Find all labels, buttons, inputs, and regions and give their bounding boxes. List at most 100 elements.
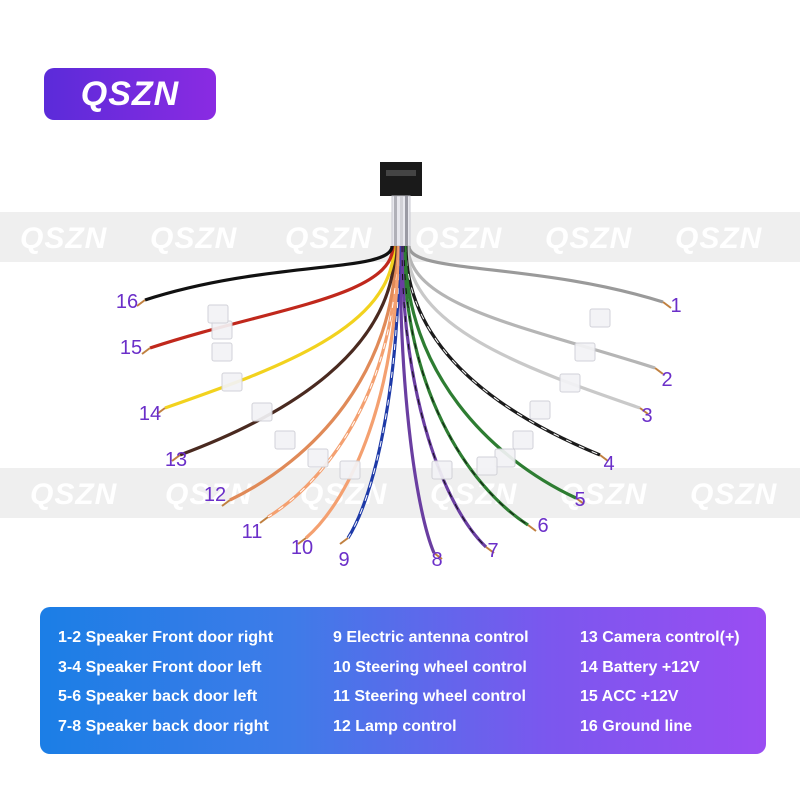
wire-tip (339, 537, 349, 545)
wire-number: 1 (670, 295, 681, 317)
wire-number: 8 (431, 549, 442, 571)
wire (179, 245, 397, 457)
wire-tip (639, 407, 649, 415)
watermark: QSZN (690, 478, 778, 511)
wire (164, 245, 396, 410)
wire-label-tag (589, 308, 611, 328)
wire-tip (654, 367, 664, 375)
wire-tip (575, 497, 585, 505)
watermark: QSZN (560, 478, 648, 511)
brand-name: QSZN (80, 74, 180, 113)
legend-column-1: 1-2 Speaker Front door right 3-4 Speaker… (58, 623, 273, 741)
legend-item: 1-2 Speaker Front door right (58, 629, 274, 646)
watermark: QSZN (165, 478, 253, 511)
wire-label-tag (307, 448, 329, 468)
wire-tip (485, 546, 495, 554)
wire (400, 245, 488, 549)
wire-stripe (347, 245, 400, 539)
wire-number: 7 (487, 540, 498, 562)
wire (402, 245, 529, 527)
wire-stripe (403, 245, 529, 526)
legend-panel: 1-2 Speaker Front door right 3-4 Speaker… (40, 607, 766, 754)
wire-tip (259, 516, 269, 524)
legend-item: 3-4 Speaker Front door left (58, 658, 262, 676)
connector-plug (380, 162, 422, 247)
wire-label-tag (476, 456, 498, 476)
wire-label-group (207, 304, 611, 480)
watermark: QSZN (20, 222, 108, 255)
wire-number: 6 (537, 515, 548, 537)
watermark: QSZN (285, 222, 373, 255)
watermark: QSZN (415, 222, 503, 255)
wire (404, 245, 601, 457)
wire (398, 245, 436, 554)
wire-number: 11 (242, 521, 263, 543)
legend-item: 7-8 Speaker back door right (58, 717, 269, 735)
wire-label-tag (251, 402, 273, 422)
wire-tip (156, 407, 166, 415)
wire-label-tag (339, 460, 361, 480)
wire (405, 245, 641, 410)
wire-label-tag (211, 320, 233, 340)
wire (229, 245, 398, 502)
wire-label-tag (211, 342, 233, 362)
watermark: QSZN (150, 222, 238, 255)
legend-item: 9 Electric antenna control (333, 629, 529, 646)
watermark-band-bottom: QSZN QSZN QSZN QSZN QSZN QSZN (0, 468, 800, 518)
wire-label-tag (274, 430, 296, 450)
wire-stripe (267, 245, 398, 518)
legend-item: 16 Ground line (580, 717, 693, 735)
wire-number: 9 (338, 549, 349, 571)
wire-tip (171, 454, 181, 462)
wire (304, 245, 400, 540)
wire-number: 16 (116, 291, 138, 313)
wire-label-tag (431, 460, 453, 480)
wire-tip (662, 301, 672, 309)
wire-label-tag (574, 342, 596, 362)
watermark: QSZN (675, 222, 763, 255)
legend-item: 10 Steering wheel control (333, 658, 527, 676)
wire-number: 12 (204, 484, 226, 506)
legend-item: 12 Lamp control (333, 717, 457, 735)
wire (267, 245, 399, 519)
wire-tip (297, 537, 307, 545)
wire-tip (599, 454, 609, 462)
wire-number: 14 (139, 403, 161, 425)
brand-logo: QSZN (44, 68, 216, 120)
wire (406, 245, 656, 370)
wire-label-tag (207, 304, 229, 324)
legend-item: 13 Camera control(+) (580, 629, 740, 646)
wire-number: 10 (291, 537, 313, 559)
wire-tip (433, 552, 443, 560)
wire-number: 2 (661, 369, 672, 391)
wire-stripe (401, 245, 487, 548)
legend-item: 11 Steering wheel control (333, 688, 526, 705)
legend-item: 15 ACC +12V (580, 688, 679, 705)
wire-number: 4 (603, 453, 614, 475)
wire-tip (136, 299, 146, 307)
wire-tip (527, 524, 537, 532)
wire-stripe (405, 245, 601, 456)
legend-column-3: 13 Camera control(+) 14 Battery +12V 15 … (580, 623, 740, 741)
wire-label-tag (512, 430, 534, 450)
wire-label-tag (494, 448, 516, 468)
wire-tip (221, 499, 231, 507)
wire-group (136, 245, 672, 560)
wire-number: 5 (574, 489, 585, 511)
wire (149, 245, 395, 350)
legend-item: 5-6 Speaker back door left (58, 688, 258, 705)
watermark: QSZN (30, 478, 118, 511)
wire-number: 3 (641, 405, 652, 427)
wire (403, 245, 577, 500)
legend-item: 14 Battery +12V (580, 658, 700, 676)
wire-label-tag (221, 372, 243, 392)
wire (144, 245, 394, 302)
wire-label-tag (529, 400, 551, 420)
watermark: QSZN (545, 222, 633, 255)
wire-number: 13 (165, 449, 187, 471)
legend-column-2: 9 Electric antenna control 10 Steering w… (333, 623, 529, 741)
wire (407, 245, 664, 304)
wire-tip (141, 347, 151, 355)
